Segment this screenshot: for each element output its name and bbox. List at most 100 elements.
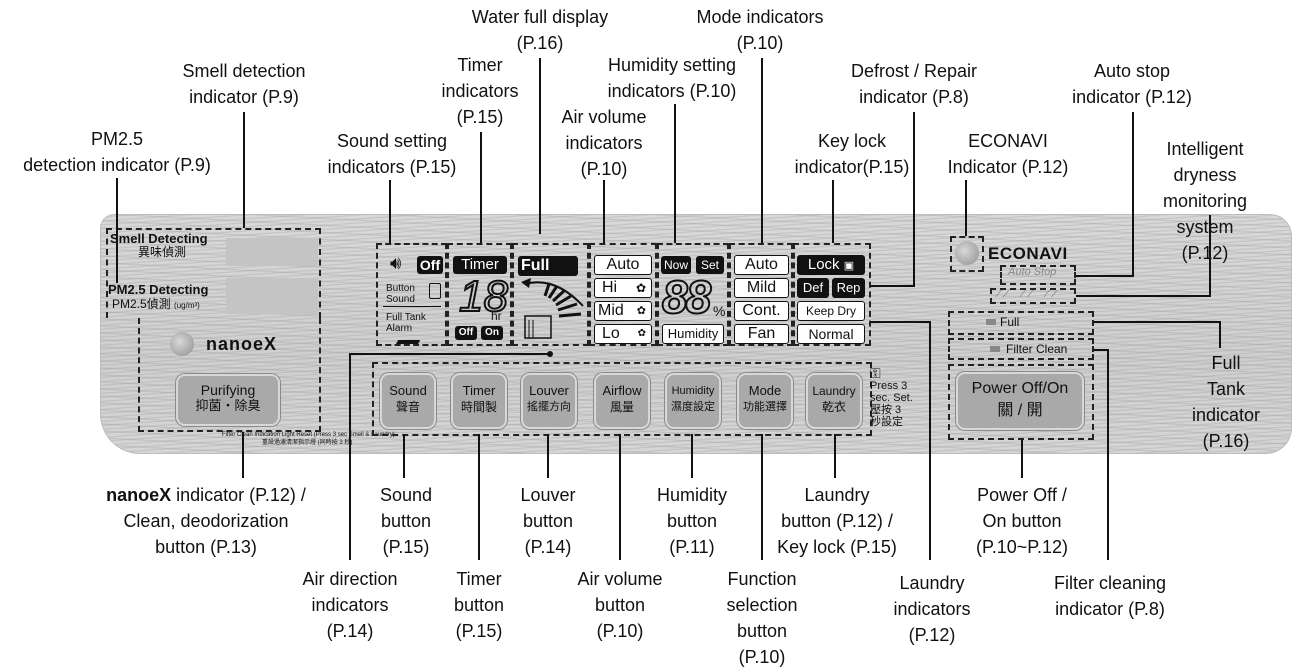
speaker-icon: 🔊︎ <box>390 253 402 273</box>
nanoe-logo: nanoeX <box>206 334 278 354</box>
full-water-indicator: Full <box>518 256 578 276</box>
volume-hi: Hi✿ <box>594 278 652 298</box>
full-tank-light <box>986 319 996 325</box>
timer-hr: hr <box>491 309 502 323</box>
callout-function-button: Function selection button (P.10) <box>726 569 798 667</box>
full-tank-box <box>948 311 1094 335</box>
callout-laundry-button: Laundry button (P.12) / Key lock (P.15) <box>777 485 897 557</box>
callout-humidity-setting: Humidity setting indicators (P.10) <box>607 55 737 101</box>
callout-air-direction: Air direction indicators (P.14) <box>302 569 398 641</box>
callout-louver-button: Louver button (P.14) <box>520 485 576 557</box>
callout-intelligent-dryness: Intelligent dryness monitoring system (P… <box>1162 139 1248 263</box>
humidity-button-en: Humidity <box>671 385 715 397</box>
mode-cont: Cont. <box>734 301 789 321</box>
humidity-set: Set <box>696 256 724 274</box>
humidity-button[interactable]: Humidity 濕度設定 <box>665 373 721 429</box>
power-label-zh: 關 / 開 <box>997 402 1043 419</box>
timer-digits: 18 <box>458 271 509 322</box>
power-box <box>948 364 1094 440</box>
airflow-button-en: Airflow <box>602 383 642 398</box>
humidity-button-zh: 濕度設定 <box>671 401 715 413</box>
sound-setting-group <box>376 243 447 346</box>
volume-lo: Lo✿ <box>594 324 652 344</box>
callout-filter-cleaning: Filter cleaning indicator (P.8) <box>1053 573 1167 619</box>
humidity-label: Humidity <box>662 324 724 344</box>
callout-air-volume-button: Air volume button (P.10) <box>577 569 663 641</box>
mode-button-zh: 功能選擇 <box>743 401 787 413</box>
timer-on-indicator: On <box>481 326 503 340</box>
sound-button-zh: 聲音 <box>395 400 420 414</box>
pm-zh-text: PM2.5偵測 <box>112 297 171 311</box>
smell-label-zh: 異味偵測 <box>138 245 187 259</box>
button-sound-label: Button Sound <box>386 283 415 305</box>
purifying-label-zh: 抑菌・除臭 <box>195 398 261 413</box>
full-tank-alarm-label: Full Tank Alarm <box>386 312 426 334</box>
pm-indicator-area <box>226 278 318 314</box>
fan-icon: ✿ <box>636 305 646 317</box>
sound-off-indicator: Off <box>417 256 443 274</box>
pm-label-zh: PM2.5偵測 (ug/m³) <box>112 298 200 312</box>
volume-mid-text: Mid <box>598 302 624 319</box>
key-icon: ⚿ <box>870 365 881 381</box>
volume-lo-text: Lo <box>602 325 620 342</box>
callout-nanoe: nanoeX indicator (P.12) / Clean, deodori… <box>106 482 306 560</box>
nanoe-indicator-light <box>170 332 194 356</box>
dryness-bars-icon: ∕∕ ∕∕ ∕∕ <box>998 289 1062 300</box>
callout-econavi: ECONAVI Indicator (P.12) <box>947 131 1069 177</box>
laundry-button[interactable]: Laundry 乾衣 <box>806 373 862 429</box>
timer-group <box>447 243 512 346</box>
louver-button-zh: 搖擺方向 <box>527 401 571 413</box>
timer-off-indicator: Off <box>455 326 477 340</box>
smell-indicator-area <box>226 238 318 266</box>
callout-timer-indicators: Timer indicators (P.15) <box>441 55 519 127</box>
hand-icon <box>429 283 441 299</box>
callout-mode-indicators: Mode indicators (P.10) <box>696 7 824 53</box>
laundry-button-en: Laundry <box>812 384 856 398</box>
filter-clean-box <box>948 338 1094 360</box>
air-direction-group <box>512 243 589 346</box>
timer-button[interactable]: Timer 時間製 <box>451 373 507 429</box>
humidity-percent: % <box>713 303 726 319</box>
filter-clean-light <box>990 346 1000 352</box>
lock-laundry-group <box>793 243 871 346</box>
filter-clean-label: Filter Clean <box>1006 342 1068 356</box>
power-label-en: Power Off/On <box>971 380 1069 397</box>
pm-label-en: PM2.5 Detecting <box>108 282 209 297</box>
nanoe-callout-text: indicator (P.12) / Clean, deodorization … <box>123 485 306 557</box>
airflow-button[interactable]: Airflow 風量 <box>594 373 650 429</box>
air-direction-arc <box>521 278 584 339</box>
smell-label-en: Smell Detecting <box>110 231 208 246</box>
mode-auto: Auto <box>734 255 789 275</box>
econavi-logo: ECONAVI <box>988 244 1068 263</box>
repair-indicator: Rep <box>832 278 865 298</box>
callout-sound-setting: Sound setting indicators (P.15) <box>327 131 457 177</box>
econavi-light-box <box>950 236 984 272</box>
callout-defrost-repair: Defrost / Repair indicator (P.8) <box>850 61 978 107</box>
autostop-box <box>1000 265 1076 285</box>
econavi-light <box>955 241 979 265</box>
callout-full-tank: Full Tank indicator (P.16) <box>1191 353 1261 451</box>
humidity-digits: 88 <box>661 271 712 323</box>
humidity-now: Now <box>661 256 691 274</box>
fan-icon: ✿ <box>635 281 646 295</box>
airflow-button-zh: 風量 <box>609 400 634 414</box>
power-button[interactable]: Power Off/On 關 / 開 <box>956 372 1084 430</box>
callout-key-lock: Key lock indicator(P.15) <box>794 131 910 177</box>
mode-fan: Fan <box>734 324 789 344</box>
purifying-label-en: Purifying <box>200 382 256 398</box>
timer-button-zh: 時間製 <box>460 400 497 414</box>
timer-button-en: Timer <box>462 383 496 398</box>
filter-reset-note-zh: 重設過濾清潔指示燈 (同時按 3 秒) <box>262 440 353 446</box>
callout-auto-stop: Auto stop indicator (P.12) <box>1072 61 1192 107</box>
purifying-button[interactable]: Purifying 抑菌・除臭 <box>176 374 280 426</box>
callout-air-volume-ind: Air volume indicators (P.10) <box>561 107 647 179</box>
full-tank-label: Full <box>1000 315 1020 329</box>
laundry-button-zh: 乾衣 <box>821 400 846 414</box>
smell-detecting-box <box>106 228 321 318</box>
callout-power-button: Power Off / On button (P.10~P.12) <box>976 485 1068 557</box>
left-section-box <box>138 318 321 432</box>
